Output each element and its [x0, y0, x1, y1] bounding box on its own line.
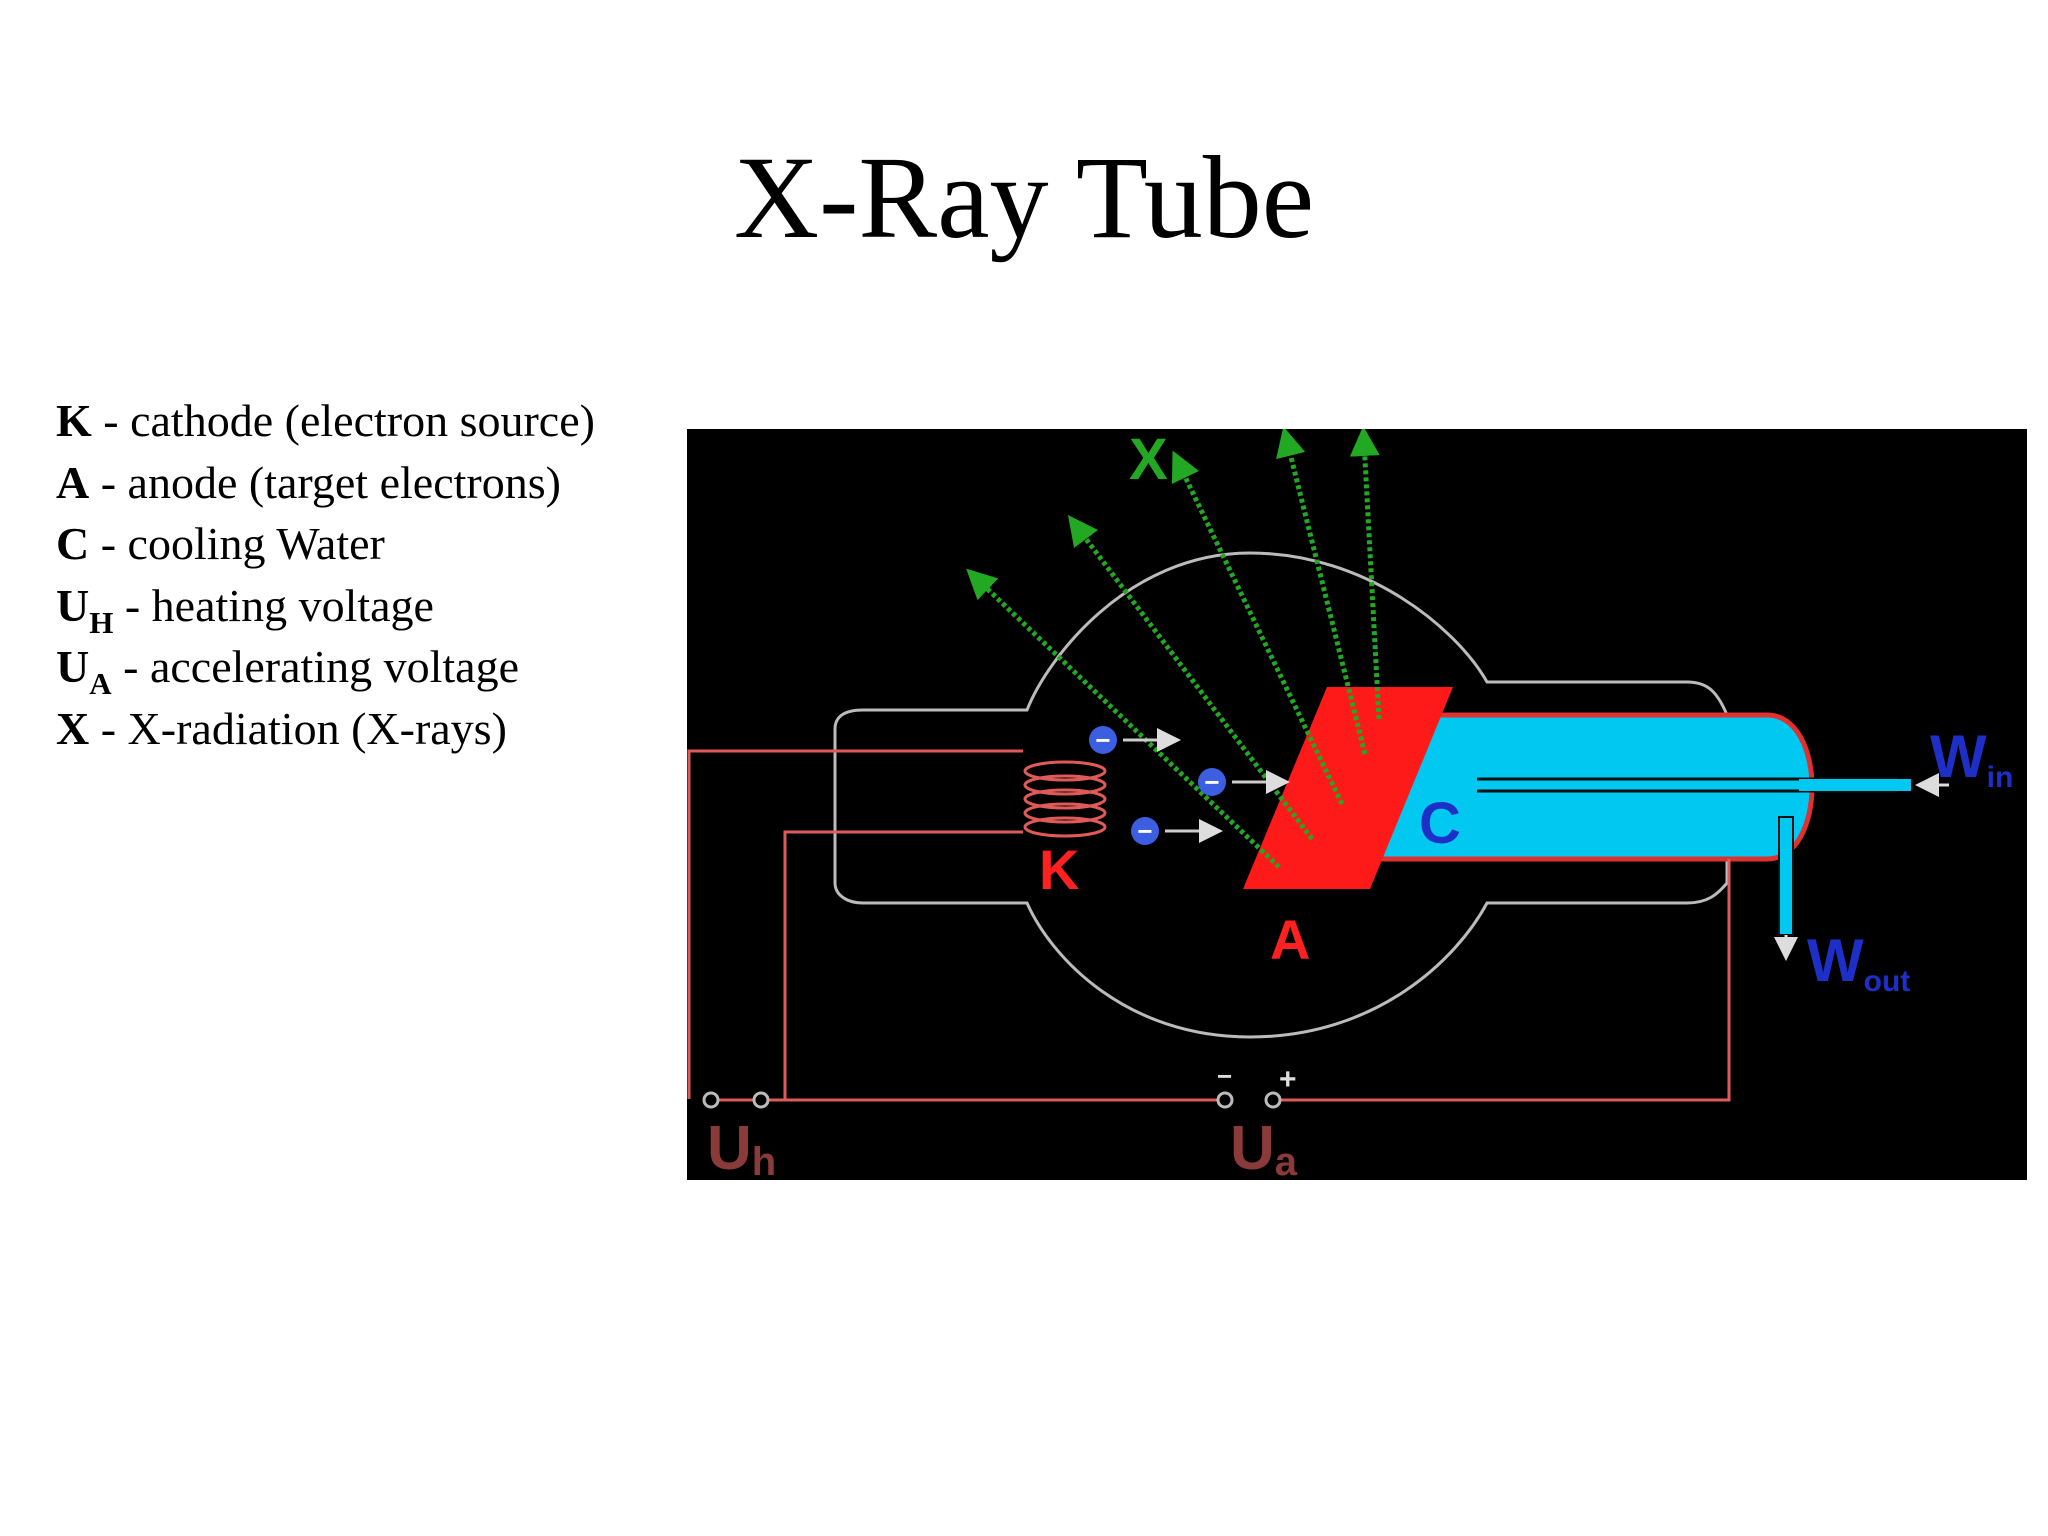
legend-text: - cathode (electron source)	[91, 395, 595, 446]
terminal-ua-minus	[1216, 1091, 1234, 1109]
circuit-wires	[687, 749, 1731, 1102]
water-inlet-pipe	[1799, 779, 1911, 791]
label-w-out: Wout	[1807, 927, 1910, 998]
legend-text: - X-radiation (X-rays)	[89, 702, 507, 754]
legend-text: - cooling Water	[89, 518, 385, 569]
electron-1: −	[1089, 725, 1181, 755]
label-w-in: Win	[1930, 723, 2013, 794]
legend-item-heating-voltage: UH - heating voltage	[56, 575, 676, 640]
anode-target	[1243, 687, 1453, 889]
legend-list: K - cathode (electron source) A - anode …	[56, 390, 676, 759]
terminal-uh-1	[702, 1091, 720, 1109]
label-plus: +	[1279, 1063, 1297, 1096]
legend-symbol: U	[56, 579, 90, 631]
label-a: A	[1270, 908, 1310, 971]
svg-text:−: −	[1095, 725, 1110, 755]
terminal-uh-2	[752, 1091, 770, 1109]
legend-symbol: C	[56, 518, 90, 569]
label-x: X	[1129, 429, 1168, 492]
slide-title: X-Ray Tube	[733, 132, 1315, 263]
label-u-h: Uh	[707, 1114, 776, 1180]
xray-tube-diagram: − − − X K A C Win Wout Uh Ua − +	[687, 429, 2027, 1180]
legend-subscript: H	[89, 604, 114, 640]
legend-symbol: K	[56, 395, 92, 446]
label-minus: −	[1217, 1061, 1232, 1091]
svg-text:−: −	[1137, 816, 1152, 846]
legend-symbol: A	[56, 456, 90, 508]
label-k: K	[1039, 838, 1079, 901]
legend-item-anode: A - anode (target electrons)	[56, 452, 676, 514]
electron-3: −	[1131, 816, 1223, 846]
water-outlet-pipe	[1778, 816, 1794, 936]
legend-text: - heating voltage	[113, 579, 434, 631]
legend-item-cooling: C - cooling Water	[56, 513, 676, 575]
svg-text:−: −	[1204, 767, 1219, 797]
legend-item-accelerating-voltage: UA - accelerating voltage	[56, 636, 676, 701]
legend-subscript: A	[89, 666, 112, 701]
legend-symbol: U	[56, 641, 90, 692]
legend-item-xradiation: X - X-radiation (X-rays)	[56, 698, 676, 760]
label-u-a: Ua	[1230, 1114, 1298, 1180]
cooling-water-tube	[1353, 712, 1815, 862]
glass-bulb	[833, 551, 1729, 1039]
label-c: C	[1419, 791, 1461, 856]
legend-symbol: X	[56, 702, 90, 754]
cathode-filament	[1023, 760, 1107, 838]
legend-text: - accelerating voltage	[111, 641, 519, 692]
electron-2: −	[1198, 767, 1290, 797]
xray-tube-svg: − − − X K A C Win Wout Uh Ua − +	[687, 429, 2013, 1180]
terminal-ua-plus	[1264, 1091, 1282, 1109]
legend-item-cathode: K - cathode (electron source)	[56, 390, 676, 452]
legend-text: - anode (target electrons)	[89, 456, 561, 508]
